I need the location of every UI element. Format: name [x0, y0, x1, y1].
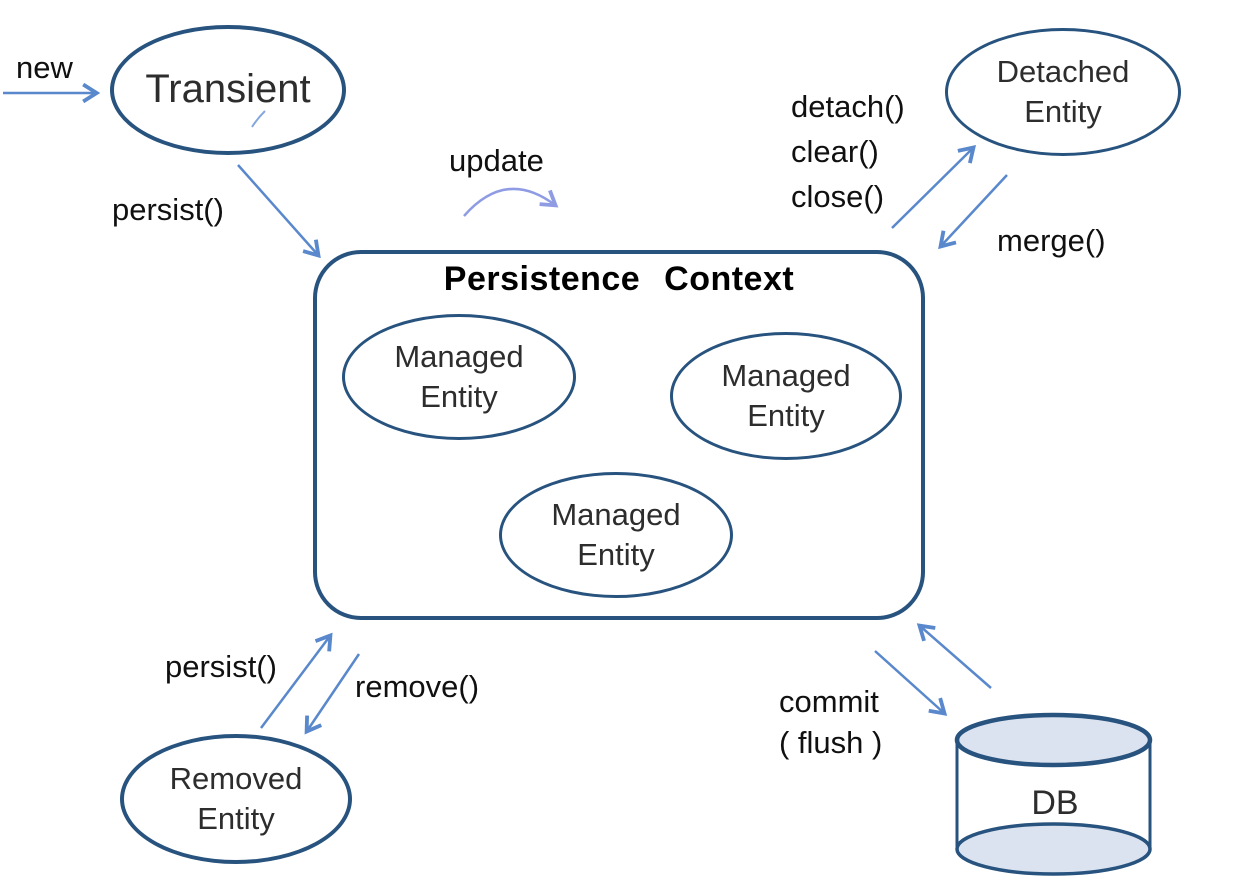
new-transition-label: new — [16, 50, 73, 85]
detach-label: detach() — [791, 89, 905, 124]
persistence-context-box: Persistence Context — [313, 250, 925, 620]
update-arrow — [463, 187, 559, 217]
detached-entity-node: Detached Entity — [945, 28, 1181, 156]
update-transition-label: update — [449, 143, 544, 178]
transient-state-label: Transient — [145, 67, 311, 112]
commit-arrow — [874, 650, 948, 716]
persist-removed-transition-label: persist() — [165, 649, 277, 684]
managed-entity-label: Managed Entity — [551, 497, 681, 572]
detach-operations-label: detach() clear() close() — [791, 84, 905, 219]
persist-to-context-arrow — [237, 164, 321, 259]
merge-transition-label: merge() — [997, 223, 1106, 258]
remove-transition-label: remove() — [355, 669, 480, 704]
removed-entity-label: Removed Entity — [169, 761, 303, 836]
managed-entity-node-1: Managed Entity — [342, 314, 576, 440]
remove-arrow — [304, 653, 361, 735]
db-to-context-arrow — [916, 623, 992, 689]
managed-entity-node-3: Managed Entity — [499, 472, 733, 598]
removed-entity-node: Removed Entity — [120, 734, 352, 864]
flush-label-line: ( flush ) — [779, 725, 883, 760]
commit-label-line: commit — [779, 684, 879, 719]
database-cylinder-icon — [954, 712, 1153, 876]
commit-flush-label: commit ( flush ) — [779, 681, 882, 763]
transient-state-node: Transient — [110, 25, 346, 155]
persistence-context-title: Persistence Context — [443, 260, 795, 298]
db-label: DB — [1031, 784, 1079, 822]
clear-label: clear() — [791, 134, 879, 169]
close-label: close() — [791, 179, 885, 214]
managed-entity-node-2: Managed Entity — [670, 332, 902, 460]
detached-entity-label: Detached Entity — [996, 54, 1130, 129]
managed-entity-label: Managed Entity — [394, 339, 524, 414]
managed-entity-label: Managed Entity — [721, 358, 851, 433]
persist-transition-label: persist() — [112, 192, 224, 227]
